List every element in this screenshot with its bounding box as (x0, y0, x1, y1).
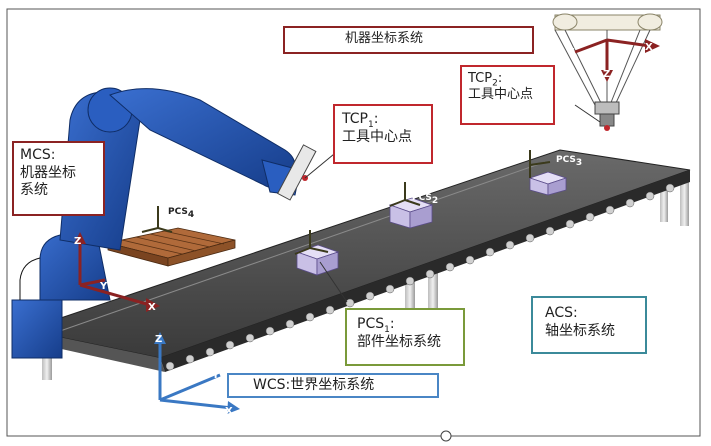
label-tcp1: TCP1: 工具中心点 (333, 104, 433, 164)
label-acs: ACS: 轴坐标系统 (531, 296, 647, 354)
label-machine-coordinate-top: 机器坐标系统 (283, 26, 534, 54)
tag-pcs2: PCS2 (412, 193, 439, 206)
tcp2-x-letter: X (645, 42, 653, 53)
tcp2-y-letter: Y (566, 47, 575, 58)
mcs-x-letter: X (148, 302, 156, 313)
part-pcs2 (388, 197, 434, 229)
frame-knob (440, 430, 452, 442)
part-axes (141, 150, 551, 255)
robot-arm (11, 87, 317, 359)
label-wcs: WCS:世界坐标系统 (227, 373, 439, 398)
wcs-y-letter: Y (211, 370, 220, 381)
tcp2-z-letter: Z (603, 69, 610, 80)
mcs-axes (78, 240, 151, 307)
mcs-z-letter: Z (74, 236, 81, 247)
tcp2-axes (574, 38, 651, 72)
label-mcs: MCS: 机器坐标 系统 (12, 141, 105, 216)
tcp2-axis-arrows (601, 39, 660, 82)
tag-pcs4: PCS4 (168, 207, 195, 220)
wcs-x-letter: X (225, 406, 233, 417)
label-pcs1: PCS1: 部件坐标系统 (345, 308, 465, 366)
mcs-axis-arrows (74, 232, 160, 312)
mcs-y-letter: Y (99, 281, 108, 292)
conveyor-rollers (165, 183, 675, 371)
part-pcs3 (528, 171, 568, 196)
tag-pcs3: PCS3 (556, 155, 583, 168)
wcs-axes (158, 340, 233, 410)
label-tcp2: TCP2: 工具中心点 (460, 65, 555, 125)
wooden-pallet (107, 227, 236, 267)
delta-robot (552, 13, 663, 131)
wcs-z-letter: Z (155, 334, 162, 345)
wcs-axis-arrows (154, 332, 240, 414)
frame-border (6, 8, 701, 437)
